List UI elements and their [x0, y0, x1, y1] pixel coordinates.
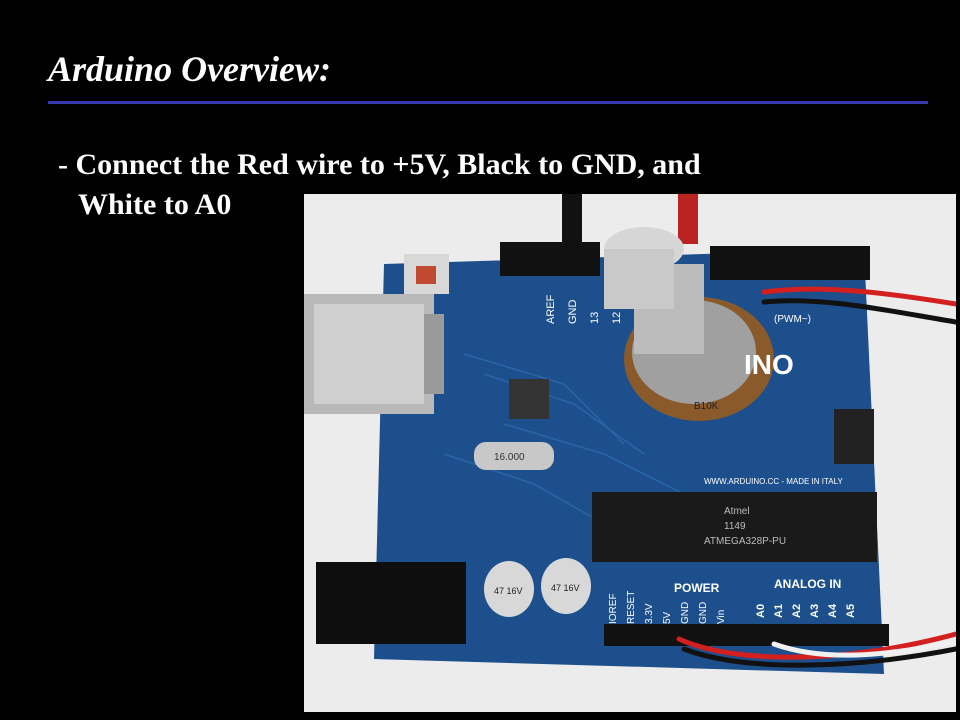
svg-text:POWER: POWER: [674, 581, 720, 595]
digital-header-right: [710, 246, 870, 280]
svg-text:INO: INO: [744, 349, 794, 380]
svg-text:12: 12: [611, 312, 623, 324]
reset-button: [404, 254, 449, 294]
bullet-text: - Connect the Red wire to +5V, Black to …: [58, 145, 918, 225]
svg-text:AREF: AREF: [545, 294, 557, 324]
svg-text:13: 13: [589, 312, 601, 324]
potentiometer: B10K: [604, 227, 774, 421]
svg-text:A3: A3: [809, 604, 821, 618]
svg-text:A2: A2: [791, 604, 803, 618]
svg-text:B10K: B10K: [694, 401, 719, 412]
crystal: 16.000: [474, 442, 554, 470]
slide-title: Arduino Overview:: [48, 49, 331, 89]
svg-text:ATMEGA328P-PU: ATMEGA328P-PU: [704, 536, 786, 547]
usb-chip: [509, 379, 549, 419]
bullet-line-2: White to A0: [78, 188, 232, 221]
svg-text:Vin: Vin: [716, 610, 727, 624]
svg-text:47 16V: 47 16V: [494, 586, 523, 596]
analog-header: [754, 624, 889, 646]
svg-text:A1: A1: [773, 604, 785, 618]
atmega-chip: Atmel 1149 ATMEGA328P-PU: [592, 492, 877, 562]
digital-header-left: [500, 242, 600, 276]
svg-text:A5: A5: [845, 604, 857, 618]
svg-text:16.000: 16.000: [494, 452, 525, 463]
svg-text:1149: 1149: [724, 521, 746, 532]
title-underline: [48, 101, 928, 104]
usb-connector: [304, 294, 444, 414]
svg-text:A4: A4: [827, 603, 839, 618]
svg-text:RESET: RESET: [626, 591, 637, 624]
capacitor-2: 47 16V: [541, 558, 591, 614]
wire-bundle-right: [676, 286, 956, 668]
svg-text:5V: 5V: [662, 611, 673, 624]
power-header: [604, 624, 754, 646]
svg-text:ANALOG IN: ANALOG IN: [774, 577, 841, 591]
bullet-line-1: - Connect the Red wire to +5V, Black to …: [58, 148, 701, 181]
wire-top-black: [562, 194, 582, 264]
capacitor-1: 47 16V: [484, 561, 534, 617]
svg-text:GND: GND: [680, 602, 691, 624]
svg-text:GND: GND: [698, 602, 709, 624]
svg-text:WWW.ARDUINO.CC - MADE IN ITALY: WWW.ARDUINO.CC - MADE IN ITALY: [704, 477, 843, 486]
wire-top-red: [678, 194, 698, 244]
svg-text:GND: GND: [567, 300, 579, 325]
power-jack: [316, 562, 466, 644]
arduino-board-illustration: B10K INO (PWM~) AREF GND 13 12 16.000 WW…: [304, 194, 956, 712]
icsp-header: [834, 409, 874, 464]
svg-text:Atmel: Atmel: [724, 506, 750, 517]
svg-text:3.3V: 3.3V: [644, 603, 655, 624]
svg-text:IOREF: IOREF: [608, 593, 619, 624]
svg-text:A0: A0: [755, 604, 767, 618]
arduino-photo: B10K INO (PWM~) AREF GND 13 12 16.000 WW…: [304, 194, 956, 712]
svg-text:47 16V: 47 16V: [551, 583, 580, 593]
svg-text:(PWM~): (PWM~): [774, 314, 811, 325]
